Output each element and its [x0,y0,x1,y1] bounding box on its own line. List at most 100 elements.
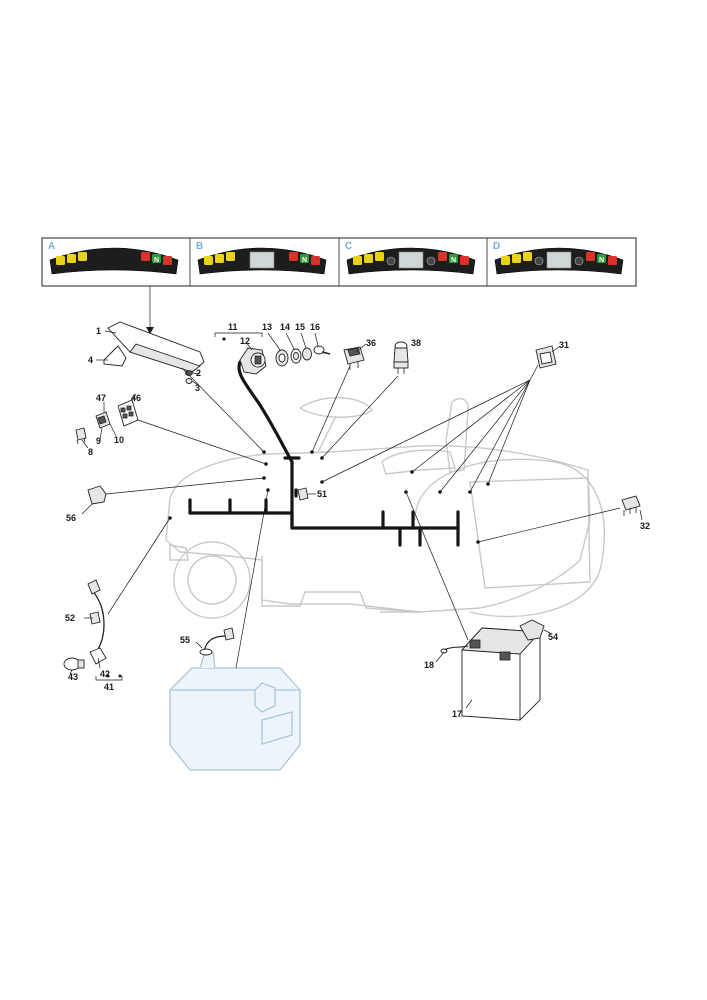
warning-lamp-left [501,256,510,265]
warning-lamp-red [289,252,298,261]
fuel-tank [169,651,301,771]
display-screen [546,251,572,269]
callout-41: 41 [104,682,114,692]
rocker-switch-icon [343,346,365,370]
warning-lamp-red [141,252,150,261]
headlight-bulb-icon [63,657,85,671]
panel-letter-d: D [493,241,500,252]
neutral-lamp [449,254,458,263]
warning-lamp-left [67,254,76,263]
neutral-lamp [597,254,606,263]
neutral-lamp [300,254,309,263]
connector-block-icon [87,485,107,505]
callout-52: 52 [65,613,75,623]
callout-46: 46 [131,393,141,403]
rear-fender-outline [469,477,591,589]
callout-17: 17 [452,709,462,719]
front-wheel-outline [173,541,251,619]
junction-dots [106,337,490,678]
indicator-panel-b: BN [196,241,327,275]
warning-lamp-red [608,256,617,265]
panel-knob [534,256,544,266]
warning-lamp-left [226,252,235,261]
callout-13: 13 [262,322,272,332]
front-bumper-outline [169,544,189,561]
callout-32: 32 [640,521,650,531]
callout-56: 56 [66,513,76,523]
callout-16: 16 [310,322,320,332]
warning-lamp-red [586,252,595,261]
ignition-key-icon [313,345,331,355]
battery-icon [461,627,541,721]
warning-lamp-left [523,252,532,261]
headlight-harness [87,579,107,665]
neutral-lamp-label: N [451,257,456,264]
panel-knob [426,256,436,266]
warning-lamp-red [460,256,469,265]
indicator-panel-d: DN [493,241,624,275]
callout-labels: 1 4 2 3 11 12 13 14 15 16 36 38 31 46 47… [65,322,650,719]
callout-54: 54 [548,632,558,642]
steering-column-outline [317,415,337,453]
callout-3: 3 [195,383,200,393]
warning-lamp-left [56,256,65,265]
safety-switch-icon [535,345,557,369]
callout-9: 9 [96,436,101,446]
callout-38: 38 [411,338,421,348]
fuel-sender-icon [199,627,235,656]
leader-lines [69,330,643,709]
callout-10: 10 [114,435,124,445]
callout-18: 18 [424,660,434,670]
dashboard-cover-part [107,321,205,373]
callout-43: 43 [68,672,78,682]
switch-bezel-part [302,347,312,361]
warning-lamp-left [512,254,521,263]
callout-14: 14 [280,322,290,332]
hood-outline [381,449,456,475]
fuel-tank-side-panel [261,711,293,745]
callout-2: 2 [196,368,201,378]
steering-wheel-outline [298,397,373,418]
rear-wheel-outline [414,458,606,618]
switch-ring-part [290,348,302,364]
callout-36: 36 [366,338,376,348]
callout-4: 4 [88,355,93,365]
harness-clip-icon [297,487,309,501]
indicator-panel-a: AN [48,241,179,275]
panel-knob [386,256,396,266]
panel-letter-c: C [345,241,352,252]
neutral-lamp-label: N [302,257,307,264]
mower-deck-outline [261,556,421,613]
callout-51: 51 [317,489,327,499]
panel-letter-b: B [196,241,203,252]
seat-sensor-icon [621,495,641,516]
callout-11: 11 [228,322,238,332]
callout-8: 8 [88,447,93,457]
callout-12: 12 [240,336,250,346]
neutral-lamp [152,254,161,263]
indicator-panel-c: CN [345,241,476,275]
battery-lead-icon [440,645,469,654]
warning-lamp-red [311,256,320,265]
fuel-tank-cap [254,682,276,713]
push-switch-icon [393,341,409,374]
warning-lamp-red [438,252,447,261]
fuse-holder-icon [117,399,139,427]
callout-47: 47 [96,393,106,403]
terminal-cover-icon [519,619,545,641]
nut-part [185,378,193,384]
panel-letter-a: A [48,241,55,252]
warning-lamp-left [364,254,373,263]
main-wiring-harness [188,360,460,547]
warning-lamp-red [163,256,172,265]
relay-icon [95,411,111,429]
front-hub-outline [187,555,237,605]
tractor-outline [165,397,606,619]
warning-lamp-left [78,252,87,261]
display-screen [398,251,424,269]
callout-15: 15 [295,322,305,332]
callout-31: 31 [559,340,569,350]
switch-nut-part [275,349,289,367]
